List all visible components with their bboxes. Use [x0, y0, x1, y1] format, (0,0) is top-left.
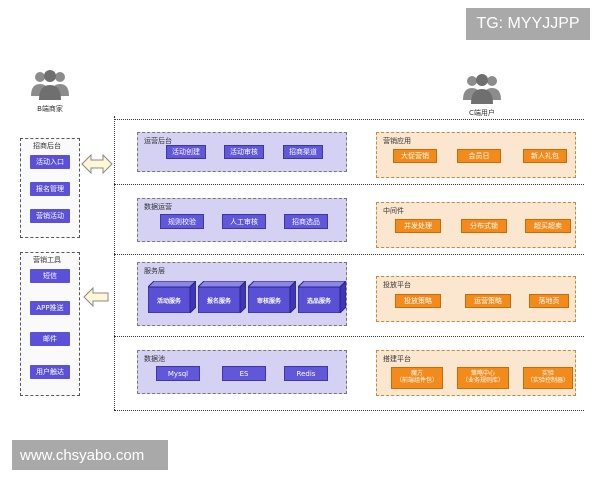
item-oversell[interactable]: 超买超卖: [525, 219, 571, 233]
item-activity-review[interactable]: 活动审核: [224, 145, 264, 159]
item-landing-page[interactable]: 落地页: [529, 294, 569, 308]
data-pool-panel: 数据池 Mysql ES Redis: [137, 350, 347, 394]
data-ops-panel: 数据运营 规则校验 人工审核 招商选品: [137, 198, 347, 242]
item-concurrency[interactable]: 并发处理: [395, 219, 441, 233]
panel-title: 数据池: [144, 355, 165, 363]
item-manual-review[interactable]: 人工审核: [222, 214, 266, 229]
item-marketing-activity[interactable]: 营销活动: [30, 209, 70, 223]
item-email[interactable]: 邮件: [30, 332, 70, 346]
item-activity-create[interactable]: 活动创建: [166, 145, 206, 159]
delivery-platform-panel: 投放平台 投放策略 运营策略 落地页: [376, 276, 576, 322]
item-app-push[interactable]: APP推送: [30, 301, 70, 315]
marketing-apps-panel: 营销应用 大促营销 会员日 新人礼包: [376, 132, 576, 178]
item-product-select[interactable]: 招商选品: [284, 214, 328, 229]
cube-shape: [148, 281, 196, 313]
cube-label: 审核服务: [256, 297, 281, 305]
b-side-actor: [30, 66, 70, 106]
item-sms[interactable]: 短信: [30, 269, 70, 283]
item-line1: 策略中心: [470, 370, 495, 378]
divider-1: [114, 119, 584, 120]
item-strategy-center[interactable]: 策略中心 （业务规则库）: [457, 367, 509, 389]
service-layer-panel: 服务层 活动服务 报名服务 审核服务 选品服务: [137, 262, 347, 326]
item-line2: （前端组件包）: [395, 377, 438, 384]
panel-title: 营销应用: [383, 137, 411, 145]
item-mysql[interactable]: Mysql: [156, 366, 200, 381]
cube-signup-service[interactable]: 报名服务: [198, 281, 246, 313]
c-side-actor: [462, 70, 502, 110]
marketing-tools-panel: 营销工具 短信 APP推送 邮件 用户触达: [20, 252, 80, 396]
double-arrow-icon: [81, 153, 113, 175]
divider-2: [114, 184, 584, 185]
panel-title: 招商后台: [33, 142, 61, 150]
panel-title: 搭建平台: [383, 355, 411, 363]
users-icon: [31, 70, 69, 100]
ops-backend-panel: 运营后台 活动创建 活动审核 招商渠道: [137, 132, 347, 172]
divider-vertical: [114, 116, 115, 410]
item-es[interactable]: ES: [222, 366, 266, 381]
panel-title: 营销工具: [33, 256, 61, 264]
item-line2: （实验控制器）: [526, 377, 569, 384]
panel-title: 投放平台: [383, 281, 411, 289]
item-ops-strategy[interactable]: 运营策略: [465, 294, 511, 308]
c-side-label: C端用户: [469, 109, 495, 117]
item-line1: 魔方: [410, 370, 423, 378]
item-line1: 实验: [541, 370, 554, 378]
item-signup-management[interactable]: 报名管理: [30, 182, 70, 196]
item-big-promo[interactable]: 大促营销: [393, 149, 437, 163]
item-recruit-channel[interactable]: 招商渠道: [283, 145, 323, 159]
item-newcomer-gift[interactable]: 新人礼包: [523, 149, 567, 163]
panel-title: 中间件: [383, 207, 404, 215]
panel-title: 服务层: [144, 267, 165, 275]
cube-shape: [248, 281, 296, 313]
watermark-bottom: www.chsyabo.com: [12, 440, 168, 470]
users-icon: [463, 74, 501, 104]
cube-label: 报名服务: [206, 297, 231, 305]
cube-label: 选品服务: [306, 297, 331, 305]
cube-review-service[interactable]: 审核服务: [248, 281, 296, 313]
item-rule-check[interactable]: 规则校验: [160, 214, 204, 229]
cube-selection-service[interactable]: 选品服务: [298, 281, 346, 313]
merchant-backend-panel: 招商后台 活动入口 报名管理 营销活动: [20, 138, 80, 238]
b-side-label: B端商家: [37, 105, 63, 113]
panel-title: 运营后台: [144, 137, 172, 145]
cube-shape: [198, 281, 246, 313]
item-distributed-lock[interactable]: 分布式锁: [461, 219, 507, 233]
cube-label: 活动服务: [156, 297, 181, 305]
item-redis[interactable]: Redis: [284, 366, 328, 381]
item-delivery-strategy[interactable]: 投放策略: [395, 294, 441, 308]
middleware-panel: 中间件 并发处理 分布式锁 超买超卖: [376, 202, 576, 248]
watermark-top: TG: MYYJJPP: [466, 8, 590, 40]
item-user-reach[interactable]: 用户触达: [30, 365, 70, 379]
divider-4: [114, 336, 584, 337]
cube-shape: [298, 281, 346, 313]
divider-3: [114, 254, 584, 255]
build-platform-panel: 搭建平台 魔方 （前端组件包） 策略中心 （业务规则库） 实验 （实验控制器）: [376, 350, 576, 396]
item-activity-entry[interactable]: 活动入口: [30, 155, 70, 169]
divider-5: [114, 410, 584, 411]
item-magic-cube[interactable]: 魔方 （前端组件包）: [391, 367, 443, 389]
item-experiment[interactable]: 实验 （实验控制器）: [523, 367, 573, 389]
panel-title: 数据运营: [144, 203, 172, 211]
arrow-left-icon: [83, 286, 109, 308]
item-line2: （业务规则库）: [461, 377, 504, 384]
cube-activity-service[interactable]: 活动服务: [148, 281, 196, 313]
item-member-day[interactable]: 会员日: [457, 149, 501, 163]
